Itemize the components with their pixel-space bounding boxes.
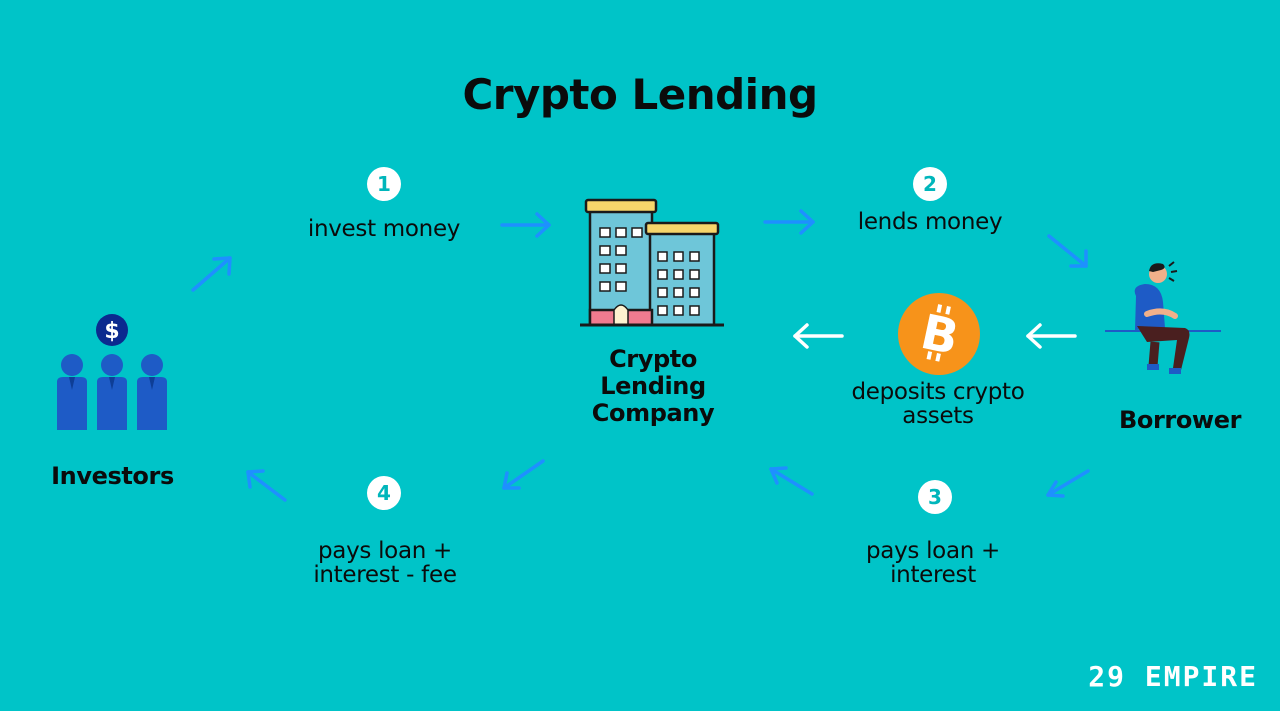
step-2-label: lends money xyxy=(857,209,1003,235)
arrow-company-to-step4 xyxy=(502,459,545,490)
step-2-badge: 2 xyxy=(913,167,947,201)
arrow-company-to-step2 xyxy=(763,209,815,235)
svg-text:$: $ xyxy=(104,319,119,344)
step-3-label: pays loan + interest xyxy=(865,538,1000,588)
investors-label: Investors xyxy=(51,462,174,490)
page-title: Crypto Lending xyxy=(462,70,818,119)
borrower-icon xyxy=(1105,261,1221,374)
arrow-borrower-to-step3 xyxy=(1046,469,1090,498)
company-label: Crypto Lending Company xyxy=(591,345,715,427)
arrow-step1-to-company xyxy=(500,212,551,238)
step-4-label: pays loan + interest - fee xyxy=(313,538,457,588)
bitcoin-icon: B xyxy=(898,293,980,375)
building-icon xyxy=(580,198,724,327)
borrower-label: Borrower xyxy=(1118,406,1242,434)
step-1-badge: 1 xyxy=(367,167,401,201)
arrow-borrower-to-bitcoin xyxy=(1026,323,1077,349)
investors-icon: $ xyxy=(57,314,167,430)
step-1-label: invest money xyxy=(307,216,461,242)
logo-29-empire: 29 EMPIRE xyxy=(1088,660,1258,693)
arrow-step3-to-company xyxy=(769,466,814,496)
step-3-badge: 3 xyxy=(918,480,952,514)
arrow-bitcoin-to-company xyxy=(793,323,844,349)
step-4-badge: 4 xyxy=(367,476,401,510)
arrow-step2-to-borrower xyxy=(1047,234,1088,268)
arrow-step4-to-investors xyxy=(246,469,287,502)
arrow-investors-to-step1 xyxy=(191,256,232,292)
collateral-label: deposits crypto assets xyxy=(851,379,1025,429)
